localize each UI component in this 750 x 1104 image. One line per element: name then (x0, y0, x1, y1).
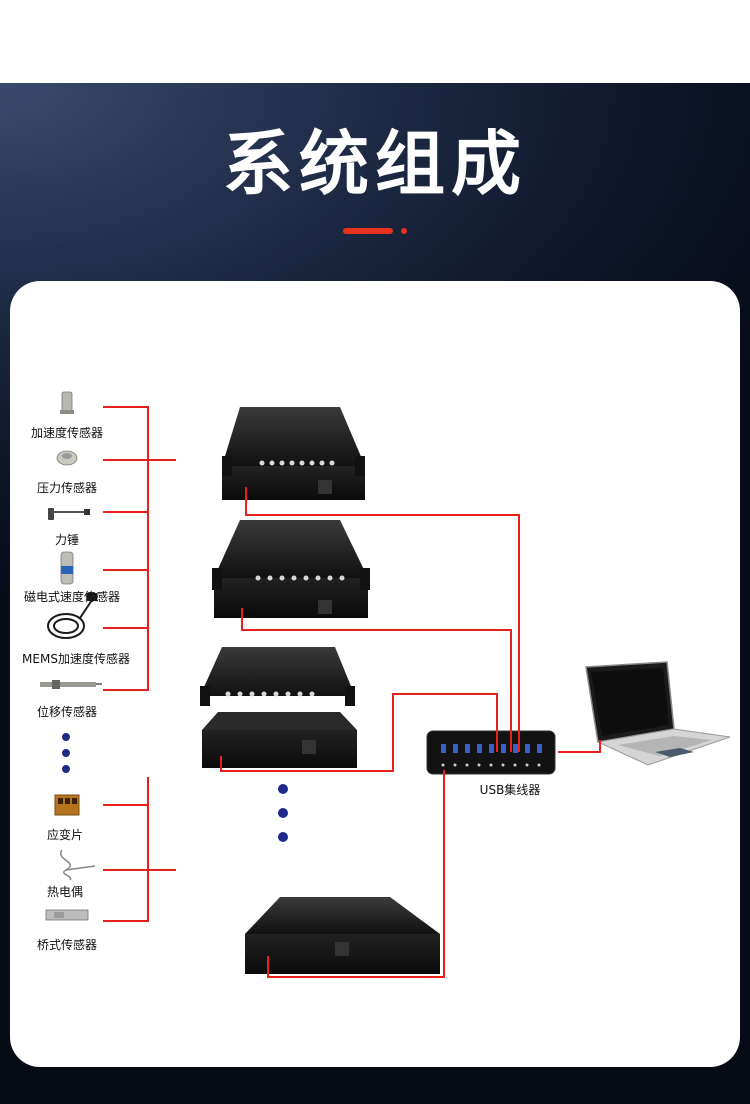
sensor-label-thermocouple: 热电偶 (46, 885, 83, 899)
daq-chassis-icon (212, 520, 370, 618)
strain-gauge-icon (54, 794, 80, 816)
usb-hub-icon (426, 730, 556, 775)
laptop-icon (585, 661, 731, 766)
displacement-sensor-icon (40, 680, 102, 689)
mems-sensor-icon (47, 593, 97, 639)
accelerometer-icon (60, 391, 74, 414)
sensor-label-force-hammer: 力锤 (54, 533, 79, 547)
chassis-ellipsis (278, 784, 288, 842)
velocity-sensor-icon (60, 551, 74, 585)
daq-chassis-icon (200, 647, 357, 768)
page-title: 系统组成 (223, 123, 527, 205)
sensor-ellipsis (62, 733, 70, 773)
bridge-sensor-icon (45, 909, 89, 921)
sensor-label-velocity: 磁电式速度传感器 (23, 590, 120, 604)
sensor-label-bridge: 桥式传感器 (36, 938, 97, 952)
daq-chassis-icon (222, 407, 365, 500)
sensor-label-pressure: 压力传感器 (36, 481, 97, 495)
sensor-label-displacement: 位移传感器 (36, 705, 97, 719)
sensor-bracket-upper (103, 406, 176, 691)
thermocouple-icon (59, 849, 96, 881)
daq-chassis-icon (245, 897, 440, 974)
sensor-label-accelerometer: 加速度传感器 (30, 426, 103, 440)
force-hammer-icon (48, 508, 90, 520)
sensor-label-mems: MEMS加速度传感器 (22, 652, 130, 666)
sensor-label-strain-gauge: 应变片 (46, 828, 83, 842)
usb-cable-wires (220, 487, 601, 978)
title-underline (343, 228, 393, 234)
sensor-bracket-lower (103, 777, 176, 922)
usb-hub-label: USB集线器 (479, 783, 541, 797)
title-underline-dot (401, 228, 407, 234)
pressure-sensor-icon (56, 450, 78, 466)
